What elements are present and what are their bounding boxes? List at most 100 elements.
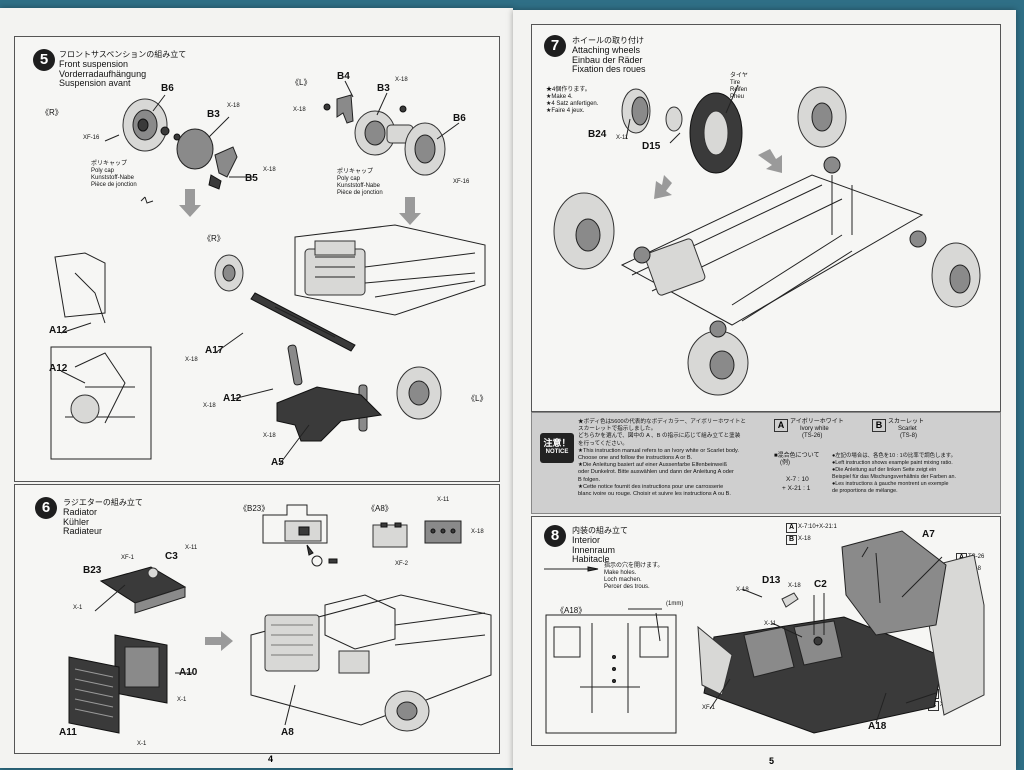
paint-xf1-b23: XF-1 <box>121 555 135 561</box>
step5-title: フロントサスペンションの組み立て Front suspension Vorder… <box>59 49 186 89</box>
paint-mix-top: X-7:10+X-21:1 <box>798 524 837 530</box>
paint-x18-top: X-18 <box>798 536 811 542</box>
step5-side-r2: 《R》 <box>203 234 225 243</box>
step8-panel: 8 内装の組み立て Interior Innenraum Habitacle 指… <box>531 516 1001 746</box>
step8-title-de: Innenraum <box>572 544 616 555</box>
part-c2: C2 <box>814 579 827 590</box>
step5-drawing <box>50 80 486 466</box>
paint-x11-a8: X-11 <box>437 497 450 503</box>
mix-heading: ■混合色について(例) <box>774 453 820 466</box>
step6-title: ラジエターの組み立て Radiator Kühler Radiateur <box>63 497 143 537</box>
part-b5: B5 <box>245 173 258 184</box>
part-b3-left: B3 <box>207 109 220 120</box>
step8-drawing <box>544 530 985 734</box>
part-a12-top: A12 <box>49 325 68 336</box>
part-b24: B24 <box>588 129 607 140</box>
step6-title-de: Kühler <box>63 516 90 527</box>
paint-xf2-a8: XF-2 <box>395 561 409 567</box>
part-a11: A11 <box>59 727 77 738</box>
step5-title-en: Front suspension <box>59 59 129 69</box>
paint-x11-c3: X-11 <box>185 545 198 551</box>
paint-x18-a17: X-18 <box>185 357 198 363</box>
step5-title-fr: Suspension avant <box>59 78 131 88</box>
right-page-number: 5 <box>769 756 775 766</box>
mix-notes: ●左記の場合は、各色を10 : 1の比率で調色します。●Left instruc… <box>832 453 957 494</box>
step5-number: 5 <box>33 49 55 71</box>
step8-number: 8 <box>544 525 566 547</box>
right-page: 7 ホイールの取り付け Attaching wheels Einbau der … <box>513 10 1016 770</box>
part-b6-left: B6 <box>161 83 174 94</box>
part-a7: A7 <box>922 529 935 540</box>
step5-side-r: 《R》 <box>41 108 63 117</box>
step7-title-de: Einbau der Räder <box>572 54 643 65</box>
part-d13: D13 <box>762 575 781 586</box>
paint-x18-a8: X-18 <box>471 529 484 535</box>
part-d15: D15 <box>642 141 661 152</box>
badge-b-top: B <box>786 535 797 545</box>
part-c3: C3 <box>165 551 178 562</box>
left-page: 5 フロントサスペンションの組み立て Front suspension Vord… <box>0 8 513 768</box>
part-a8: A8 <box>281 727 294 738</box>
paint-xf1-a18: XF-1 <box>702 705 716 711</box>
step5-title-jp: フロントサスペンションの組み立て <box>59 50 187 59</box>
paint-x18-b3-left: X-18 <box>227 103 240 109</box>
paint-x11-b24: X-11 <box>616 135 629 141</box>
notice-text: ★ボディ色は5600の代表的なボディカラー、アイボリーホワイトとスカーレットで指… <box>578 419 746 498</box>
step6-number: 6 <box>35 497 57 519</box>
step6-title-fr: Radiateur <box>63 526 103 536</box>
part-a12-mid: A12 <box>223 393 242 404</box>
paint-x18-b5: X-18 <box>263 167 276 173</box>
paint-xf16-right: XF-16 <box>453 179 470 185</box>
step7-drawing <box>553 84 981 396</box>
paint-x1-b23: X-1 <box>73 605 83 611</box>
step7-title-en: Attaching wheels <box>572 45 641 55</box>
step7-number: 7 <box>544 35 566 57</box>
part-b6-right: B6 <box>453 113 466 124</box>
part-b3-right: B3 <box>377 83 390 94</box>
mix-example: X-7 : 10+ X-21 : 1 <box>782 476 811 492</box>
notice-badge-en: NOTICE <box>545 449 569 455</box>
step8-holes-note: 指示の穴を開けます。Make holes.Loch machen.Percer … <box>604 563 664 590</box>
step7-title: ホイールの取り付け Attaching wheels Einbau der Rä… <box>572 35 646 75</box>
left-page-number: 4 <box>268 754 274 764</box>
paint-x1-a11: X-1 <box>137 741 147 747</box>
paint-x18-d13: X-18 <box>736 587 749 593</box>
step6-view-a8: 《A8》 <box>367 504 393 513</box>
step5-side-l2: 《L》 <box>467 394 488 403</box>
step6-drawing <box>68 504 492 734</box>
part-b23: B23 <box>83 565 102 576</box>
step6-view-b23: 《B23》 <box>239 504 270 513</box>
color-b-badge: B <box>872 419 886 432</box>
notice-badge: 注意！ NOTICE <box>540 433 574 463</box>
part-a18: A18 <box>868 721 887 732</box>
step5-side-l: 《L》 <box>291 78 312 87</box>
notice-box: 注意！ NOTICE ★ボディ色は5600の代表的なボディカラー、アイボリーホワ… <box>531 412 1001 514</box>
paint-ts26: TS-26 <box>968 554 985 560</box>
paint-x11-d13: X-11 <box>764 621 777 627</box>
step6-title-en: Radiator <box>63 507 98 517</box>
paint-x18-b4: X-18 <box>293 107 306 113</box>
step6-title-jp: ラジエターの組み立て <box>63 498 143 507</box>
part-a17: A17 <box>205 345 224 356</box>
part-b4: B4 <box>337 71 350 82</box>
color-a-badge: A <box>774 419 788 432</box>
step7-title-jp: ホイールの取り付け <box>572 36 644 45</box>
step5-panel: 5 フロントサスペンションの組み立て Front suspension Vord… <box>14 36 500 482</box>
step8-view-a18: 《A18》 <box>556 606 587 615</box>
paint-x18-a5: X-18 <box>263 433 276 439</box>
paint-xf16-left: XF-16 <box>83 135 100 141</box>
step8-drill: (1mm) <box>666 601 684 607</box>
step7-title-fr: Fixation des roues <box>572 64 646 74</box>
step7-panel: 7 ホイールの取り付け Attaching wheels Einbau der … <box>531 24 1001 412</box>
step8-title-jp: 内装の組み立て <box>572 526 628 535</box>
step5-title-de: Vorderradaufhängung <box>59 68 147 79</box>
step6-panel: 6 ラジエターの組み立て Radiator Kühler Radiateur 《… <box>14 484 500 754</box>
part-a12-bottom: A12 <box>49 363 68 374</box>
step8-title-fr: Habitacle <box>572 554 610 564</box>
paint-x18-c2: X-18 <box>788 583 801 589</box>
